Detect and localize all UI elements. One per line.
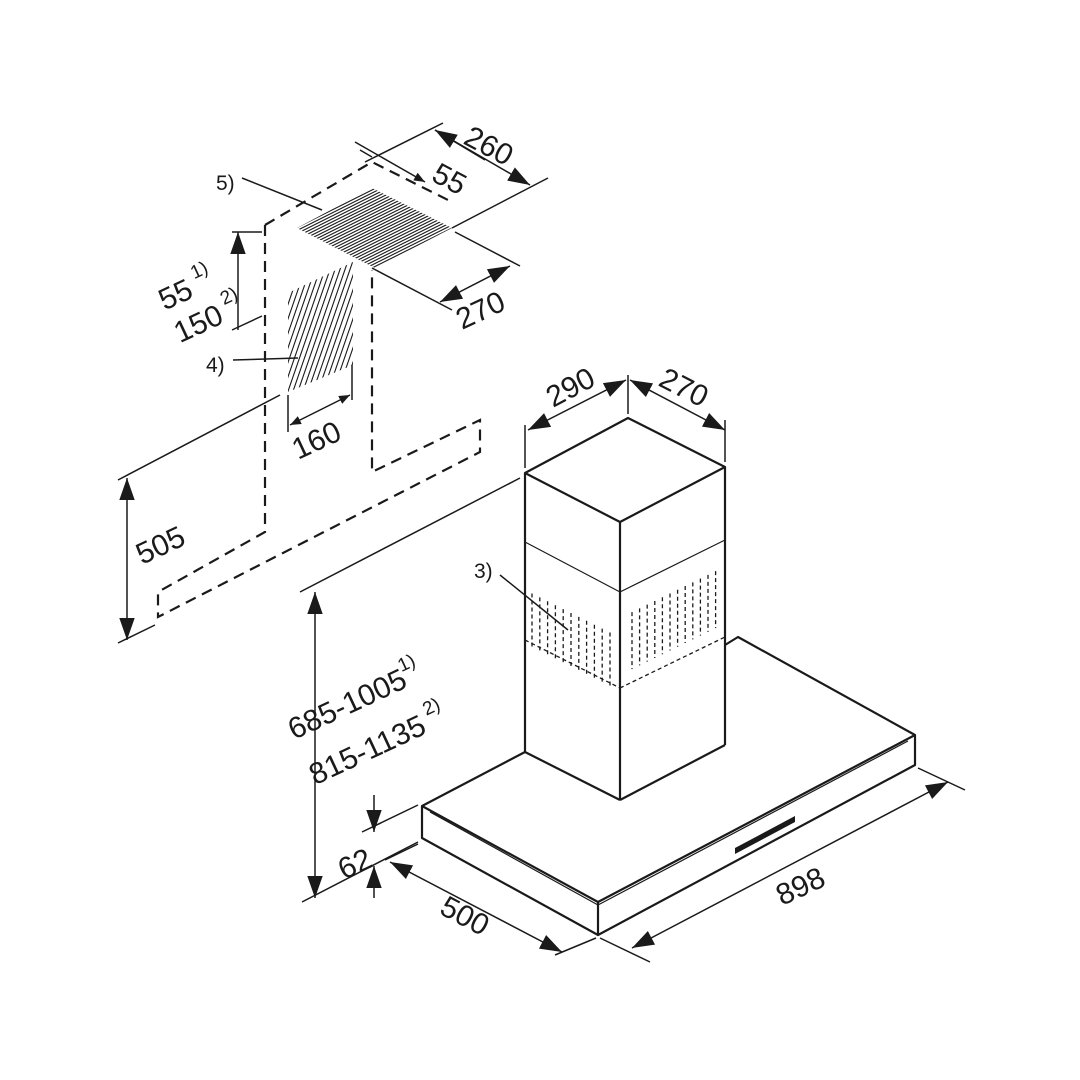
hatch-line	[470, 185, 640, 270]
dim-label-55: 55	[427, 157, 472, 202]
dashed-installation-frame	[156, 160, 482, 619]
hatch-line	[375, 255, 425, 400]
hatch-line	[294, 262, 346, 392]
hatch-line	[476, 185, 646, 270]
hatch-line	[361, 188, 452, 268]
hatch-line	[488, 185, 658, 270]
dim-line-62	[361, 795, 419, 898]
hatch-line	[297, 188, 419, 268]
hatched-side-opening	[225, 255, 465, 400]
note-label-4: 4)	[206, 354, 225, 377]
note-label-3: 3)	[474, 560, 493, 583]
dim-line-505	[117, 394, 281, 644]
hatch-line	[439, 188, 452, 268]
hatch-line	[299, 262, 351, 392]
dim-line-290	[524, 375, 629, 468]
dim-line-270-top	[371, 231, 521, 311]
dim-label-260: 260	[459, 120, 519, 173]
hatch-line	[415, 255, 465, 400]
dim-label-500: 500	[435, 890, 495, 943]
hatch-line	[494, 185, 664, 270]
hatch-line	[297, 188, 395, 268]
hatch-line	[395, 255, 445, 400]
dim-line-898	[599, 767, 966, 963]
hatch-line	[297, 188, 407, 268]
dim-line-270-chimney	[629, 379, 726, 462]
hatch-line	[349, 188, 452, 268]
hatch-line	[464, 185, 634, 270]
hatch-line	[297, 188, 401, 268]
chimney-vents-left	[531, 593, 611, 688]
dim-label-290: 290	[541, 362, 601, 415]
chimney	[523, 416, 727, 801]
dim-label-505: 505	[131, 520, 190, 571]
hatched-top-opening	[297, 185, 676, 270]
dim-line-500	[384, 843, 597, 956]
height-range-label-group: 685-1005 1) 815-1135 2)	[283, 651, 444, 792]
hood-canopy	[420, 635, 917, 937]
hatch-line	[309, 262, 353, 392]
note-label-5: 5)	[216, 172, 235, 195]
hatch-line	[297, 188, 389, 268]
dim-label-55-150-group: 55 1) 150 2)	[154, 258, 242, 350]
dim-line-height-range	[299, 477, 521, 903]
hatch-line	[288, 262, 336, 392]
hatch-line	[337, 188, 452, 268]
hatch-line	[349, 262, 353, 392]
dim-line-55-150	[230, 231, 263, 331]
chimney-vents-right	[631, 571, 717, 670]
hatch-line	[410, 255, 460, 400]
dim-label-270-top: 270	[451, 285, 510, 336]
hatch-line	[458, 185, 628, 270]
hatch-line	[225, 255, 275, 400]
hatch-line	[390, 255, 440, 400]
dim-sup-height-range-2: 2)	[419, 694, 443, 720]
dim-label-270-chimney: 270	[654, 362, 714, 414]
dim-sup-55-note: 1)	[187, 258, 211, 284]
hatch-line	[506, 185, 676, 270]
hatch-line	[385, 255, 435, 400]
dim-label-898: 898	[771, 861, 830, 912]
hatch-line	[297, 188, 383, 268]
hatch-line	[367, 188, 452, 268]
dim-line-160	[287, 365, 353, 432]
hatch-line	[451, 188, 452, 268]
note-leaders	[232, 177, 569, 631]
hatch-line	[288, 262, 331, 392]
hatch-line	[500, 185, 670, 270]
hatch-line	[314, 262, 353, 392]
hatch-line	[235, 255, 285, 400]
hatch-line	[289, 262, 341, 392]
hatch-line	[355, 255, 405, 400]
hatch-line	[325, 188, 452, 268]
hatch-line	[405, 255, 455, 400]
hatch-line	[360, 255, 410, 400]
hatch-line	[297, 188, 413, 268]
dim-line-55	[354, 141, 426, 183]
dim-label-160: 160	[287, 415, 346, 466]
hatch-line	[355, 188, 452, 268]
hatch-line	[433, 188, 452, 268]
hatch-line	[331, 188, 452, 268]
hatch-line	[304, 262, 353, 392]
dim-label-62: 62	[333, 842, 377, 886]
hatch-line	[288, 262, 296, 392]
hatch-line	[370, 255, 420, 400]
hatch-line	[400, 255, 450, 400]
hatch-line	[343, 188, 452, 268]
hatch-line	[445, 188, 452, 268]
hatch-line	[482, 185, 652, 270]
